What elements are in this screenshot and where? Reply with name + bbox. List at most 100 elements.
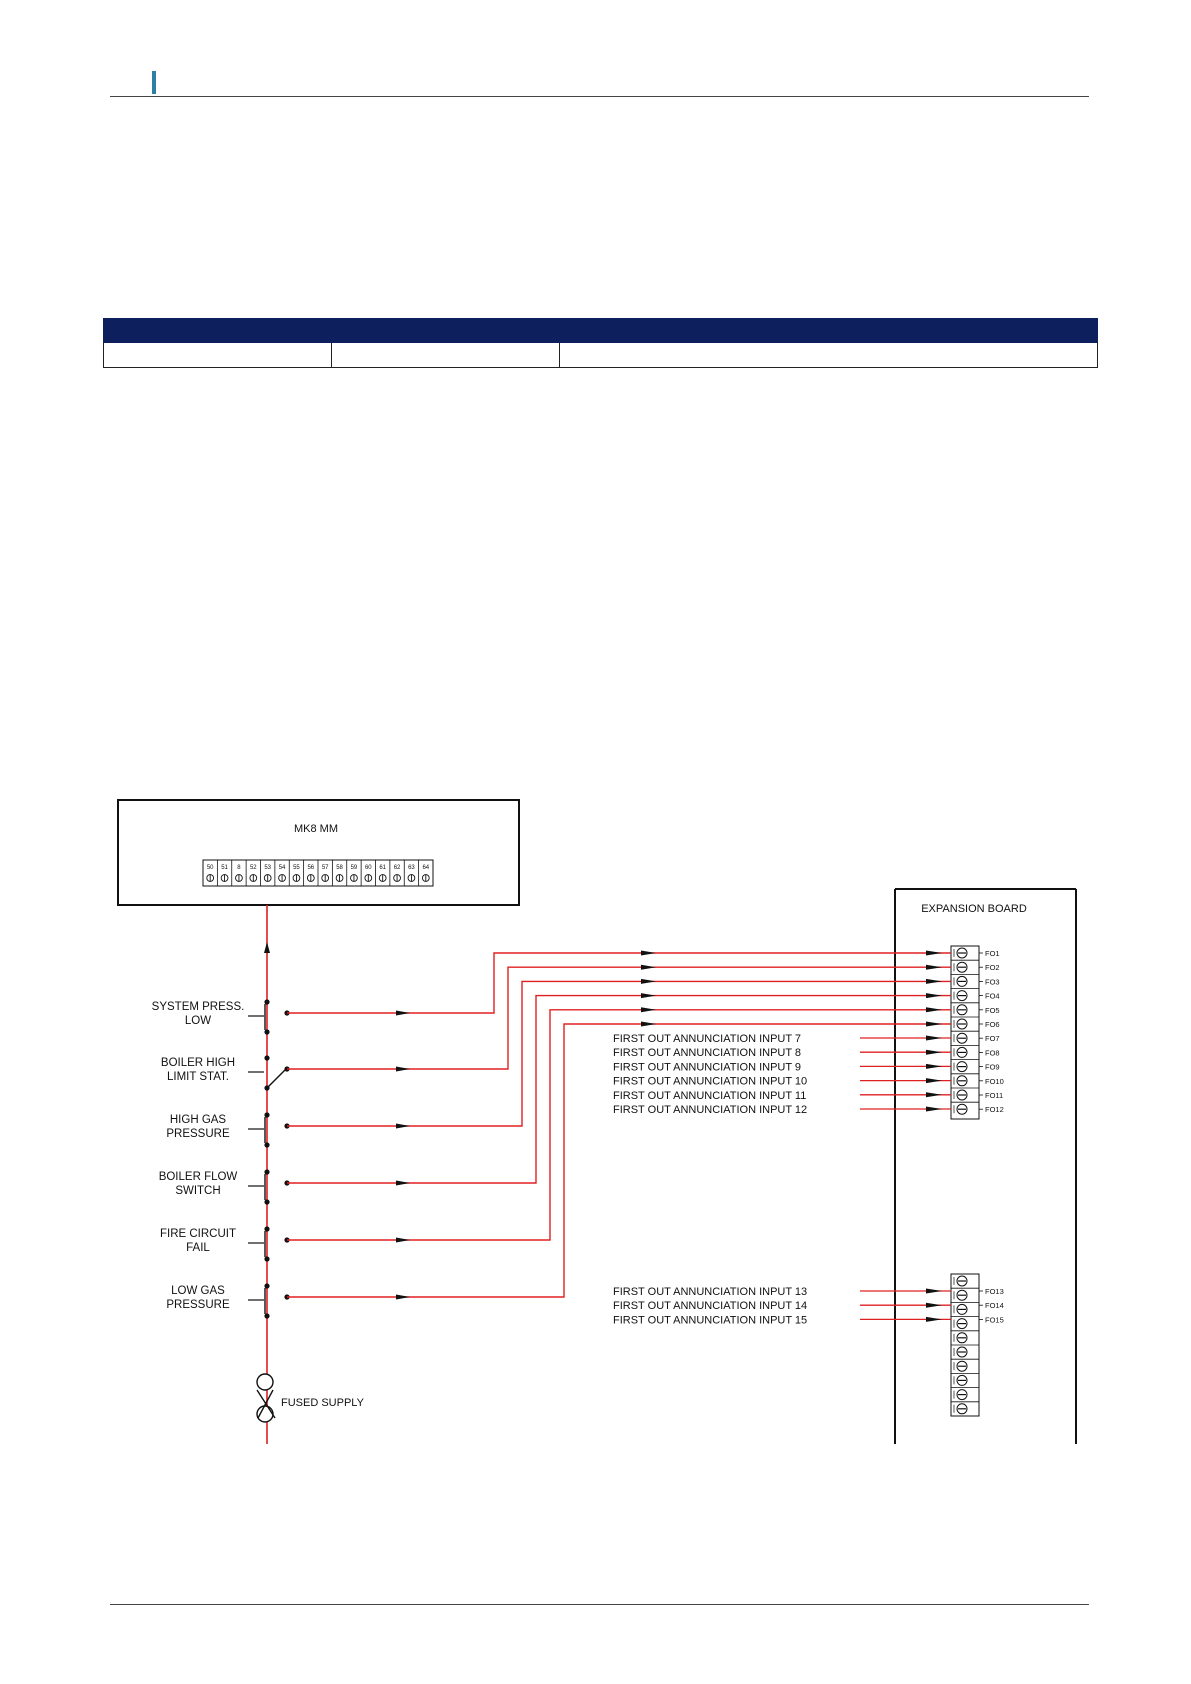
switch-blade-open <box>266 1068 287 1089</box>
table-cell <box>559 342 1098 368</box>
terminal-number: 60 <box>365 865 372 871</box>
fo-label: FO8 <box>985 1048 1000 1057</box>
switch-contact-dot <box>264 1283 270 1289</box>
annunciation-input-label: FIRST OUT ANNUNCIATION INPUT 7 <box>613 1033 801 1045</box>
terminal-number: 54 <box>279 865 286 871</box>
switch-label: PRESSURE <box>166 1299 230 1311</box>
connector-top-terminals <box>951 947 979 1115</box>
switch-wire <box>287 994 951 1184</box>
switch-label: FIRE CIRCUIT <box>160 1228 236 1240</box>
fo-wire-arrow <box>641 1021 656 1027</box>
switch-label: LOW GAS <box>171 1285 225 1297</box>
switch-label: LIMIT STAT. <box>167 1071 229 1083</box>
fo-wire-arrow <box>926 978 942 984</box>
footer-rule <box>110 1604 1089 1605</box>
terminal-number: 51 <box>221 865 228 871</box>
annunciation-inputs-bottom: FIRST OUT ANNUNCIATION INPUT 13 FIRST OUT… <box>613 1286 951 1326</box>
switch-contact-dot <box>264 1112 270 1118</box>
switch-wires <box>287 950 951 1300</box>
fo-wire-arrow <box>926 993 942 999</box>
switch-contact-dot <box>264 1029 270 1035</box>
header-accent-bar <box>152 71 156 94</box>
connector-bottom-terminals <box>951 1275 979 1415</box>
switch-contact-dot <box>264 999 270 1005</box>
connector-block-top <box>950 945 980 1120</box>
terminal-number: 61 <box>379 865 386 871</box>
switch-wire-arrow <box>396 1010 410 1016</box>
controller-box <box>117 799 520 906</box>
fo-label: FO10 <box>985 1077 1004 1086</box>
header-rule <box>110 96 1089 97</box>
switch-wire-arrow <box>396 1123 410 1129</box>
terminal-number: 50 <box>207 865 214 871</box>
fo-label: FO1 <box>985 949 1000 958</box>
terminal-number: 55 <box>293 865 300 871</box>
switch-label: SWITCH <box>175 1185 220 1197</box>
fo-label: FO9 <box>985 1063 1000 1072</box>
table-cell <box>103 342 332 368</box>
fo-label: FO11 <box>985 1091 1003 1100</box>
fo-label: FO5 <box>985 1006 1000 1015</box>
terminal-number: 62 <box>394 865 401 871</box>
switch-label: HIGH GAS <box>170 1114 227 1126</box>
annunciation-input-label: FIRST OUT ANNUNCIATION INPUT 9 <box>613 1061 801 1073</box>
terminal-number: 53 <box>264 865 271 871</box>
fo-wire-arrow <box>641 1007 656 1013</box>
fo-label: FO15 <box>985 1315 1004 1324</box>
switch-contact-dot <box>264 1199 270 1205</box>
fo-label: FO4 <box>985 992 1000 1001</box>
switch-contact-dot <box>264 1169 270 1175</box>
annunciation-input-label: FIRST OUT ANNUNCIATION INPUT 12 <box>613 1104 807 1116</box>
switch-contact-dot <box>264 1313 270 1319</box>
annunciation-arrow <box>926 1049 942 1055</box>
switch-wire-arrow <box>396 1294 410 1300</box>
fo-wire-arrow <box>926 1007 942 1013</box>
fo-wire-arrow <box>926 950 942 956</box>
switch-wire-arrow <box>396 1180 410 1186</box>
switch-wire <box>287 1023 951 1298</box>
annunciation-input-label: FIRST OUT ANNUNCIATION INPUT 8 <box>613 1047 801 1059</box>
annunciation-input-label: FIRST OUT ANNUNCIATION INPUT 13 <box>613 1286 807 1298</box>
expansion-board-title: EXPANSION BOARD <box>921 903 1027 915</box>
terminal-number: 8 <box>237 865 241 871</box>
fo-wire-arrow <box>641 978 656 984</box>
annunciation-arrow <box>926 1063 942 1069</box>
annunciation-input-label: FIRST OUT ANNUNCIATION INPUT 11 <box>613 1090 806 1102</box>
terminal-number: 58 <box>336 865 343 871</box>
fo-label: FO2 <box>985 963 1000 972</box>
switch-label: LOW <box>185 1015 211 1027</box>
fo-label: FO3 <box>985 977 1000 986</box>
terminal-number: 59 <box>351 865 358 871</box>
controller-title: MK8 MM <box>294 823 338 835</box>
terminal-number: 52 <box>250 865 257 871</box>
fo-label: FO6 <box>985 1020 1000 1029</box>
terminal-number: 56 <box>307 865 314 871</box>
switch-label: FAIL <box>186 1242 210 1254</box>
fo-label: FO14 <box>985 1301 1004 1310</box>
switch-wire <box>287 1009 951 1241</box>
switch-wire-arrow <box>396 1066 410 1072</box>
fo-wire-arrow <box>641 964 656 970</box>
annunciation-arrow <box>926 1035 942 1041</box>
annunciation-input-label: FIRST OUT ANNUNCIATION INPUT 14 <box>613 1300 807 1312</box>
fo-wire-arrow <box>641 993 656 999</box>
switch-wire <box>287 952 951 1014</box>
annunciation-input-label: FIRST OUT ANNUNCIATION INPUT 10 <box>613 1076 807 1088</box>
annunciation-arrow <box>926 1288 942 1294</box>
switch-contact-dot <box>264 1226 270 1232</box>
table-header-cell <box>331 318 560 343</box>
table-header-row <box>103 318 1098 343</box>
fo-wire-arrow <box>926 964 942 970</box>
table-row <box>103 342 1098 368</box>
annunciation-arrow <box>926 1316 942 1322</box>
switch-label: BOILER FLOW <box>159 1171 238 1183</box>
spec-table <box>103 318 1098 368</box>
supply-arrow-up <box>264 942 270 953</box>
fused-supply-label: FUSED SUPPLY <box>281 1397 365 1409</box>
switch-wire-arrow <box>396 1237 410 1243</box>
